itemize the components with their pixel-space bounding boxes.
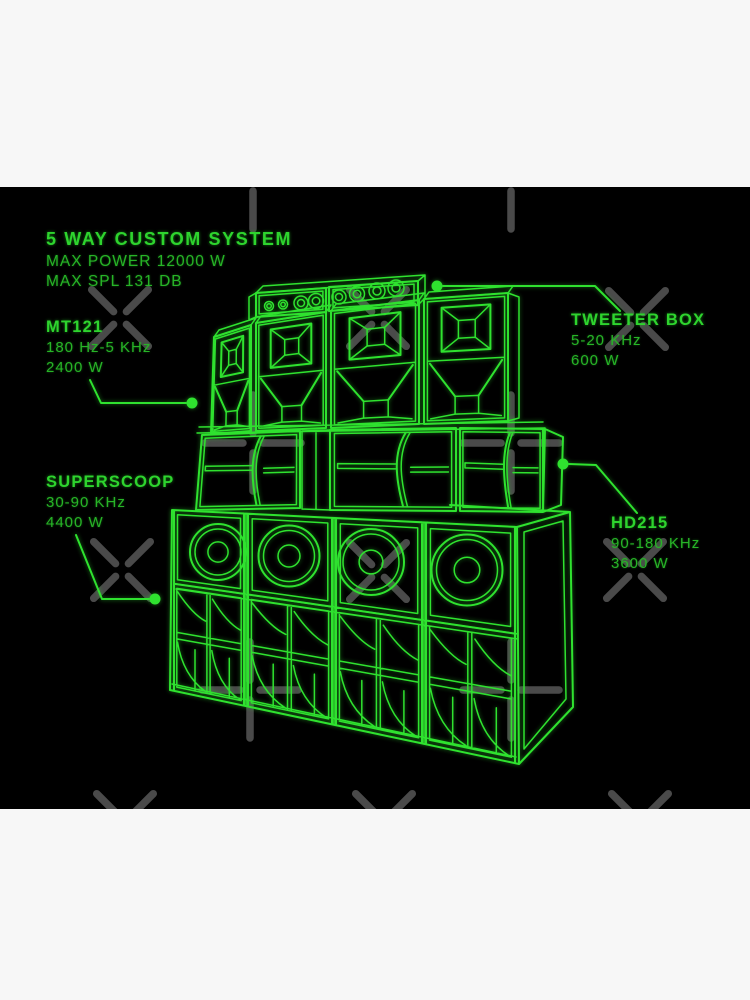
- system-title-block: 5 WAY CUSTOM SYSTEM MAX POWER 12000 W MA…: [46, 227, 292, 292]
- mt121-power: 2400 W: [46, 358, 104, 376]
- mt121-name: MT121: [46, 318, 104, 336]
- mt121-freq: 180 Hz-5 KHz: [46, 339, 152, 356]
- superscoop-freq: 30-90 KHz: [46, 494, 126, 511]
- hd215-freq: 90-180 KHz: [611, 535, 701, 552]
- hd215-power: 3600 W: [611, 554, 669, 572]
- callout-tweeter-box: TWEETER BOX 5-20 KHz 600 W: [571, 310, 705, 370]
- tweeter-name: TWEETER BOX: [571, 311, 706, 329]
- artwork-band: 5 WAY CUSTOM SYSTEM MAX POWER 12000 W MA…: [0, 187, 750, 809]
- tweeter-freq: 5-20 KHz: [571, 332, 642, 349]
- callout-hd215: HD215 90-180 KHz 3600 W: [611, 513, 700, 573]
- speaker-stack-diagram: [75, 274, 638, 765]
- callout-mt121: MT121 180 Hz-5 KHz 2400 W: [46, 317, 151, 377]
- system-title: 5 WAY CUSTOM SYSTEM: [46, 229, 293, 249]
- watermark-pattern: [87, 187, 673, 809]
- tweeter-power: 600 W: [571, 351, 620, 369]
- max-power-text: MAX POWER 12000 W: [46, 253, 226, 270]
- superscoop-power: 4400 W: [46, 513, 104, 531]
- hd215-name: HD215: [611, 514, 669, 532]
- superscoop-name: SUPERSCOOP: [46, 473, 175, 491]
- max-spl-text: MAX SPL 131 DB: [46, 273, 183, 290]
- callout-superscoop: SUPERSCOOP 30-90 KHz 4400 W: [46, 472, 174, 532]
